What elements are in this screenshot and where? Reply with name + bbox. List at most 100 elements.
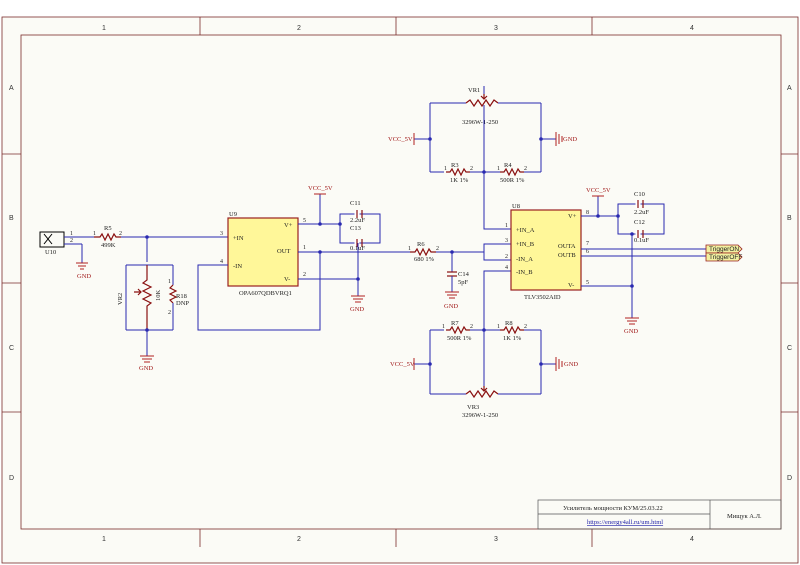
gnd-label-c14: GND <box>444 303 458 310</box>
u8-part: TLV3502AID <box>524 294 561 301</box>
r5-pin-2: 2 <box>119 231 122 237</box>
net-flag-trigger-on: TriggerON <box>705 244 743 254</box>
capacitor-c12: C12 0.1uF <box>634 219 649 244</box>
gnd-label-u8: GND <box>624 328 638 335</box>
c12-value: 0.1uF <box>634 237 649 244</box>
u8-pin-in-a-n: -IN_A <box>516 256 533 263</box>
u9-pin-in-p: +IN <box>233 235 244 242</box>
wire-in-b-plus <box>483 243 511 252</box>
wire-in-b-minus <box>483 270 511 330</box>
u10-pin-1: 1 <box>70 231 73 237</box>
zone-row-c-left: C <box>9 345 14 352</box>
gnd-symbol-u10: GND <box>76 262 91 280</box>
sheet-border <box>1 16 799 564</box>
wire-c10-c12 <box>617 203 665 235</box>
gnd-symbol-u8: GND <box>624 317 639 335</box>
gnd-symbol-c14: GND <box>444 291 459 310</box>
r6-pin-2: 2 <box>436 246 439 252</box>
zone-col-4-top: 4 <box>690 25 694 32</box>
u8-pin-num-5: 5 <box>586 280 589 286</box>
c10-ref: C10 <box>634 191 645 198</box>
vcc-symbol-u9: VCC_5V <box>308 185 333 195</box>
vcc-symbol-bottom: VCC_5V <box>390 358 415 370</box>
zone-row-c-right: C <box>787 345 792 352</box>
r6-pin-1: 1 <box>408 246 411 252</box>
u8-pin-vn: V- <box>568 282 574 289</box>
u9-pin-num-vp: 5 <box>303 218 306 224</box>
r4-ref: R4 <box>504 162 512 169</box>
u9-ref: U9 <box>229 211 237 218</box>
gnd-label-u9: GND <box>350 306 364 313</box>
junction-u8-vp <box>596 214 600 218</box>
u8-pin-num-3: 3 <box>505 238 508 244</box>
potentiometer-vr3: VR3 3296W-1-250 <box>430 386 541 419</box>
net-flag-trigger-off: TriggerOFF <box>705 252 743 262</box>
r8-value: 1K 1% <box>503 335 522 342</box>
r8-pin-2: 2 <box>524 324 527 330</box>
vr1-ref: VR1 <box>468 87 480 94</box>
u9-pin-in-n: -IN <box>233 263 242 270</box>
u8-pin-in-b-n: -IN_B <box>516 269 533 276</box>
gnd-label-vr2: GND <box>139 365 153 372</box>
resistor-r6: 1 2 R6 680 1% <box>408 241 439 263</box>
r18-pin-2: 2 <box>168 310 171 316</box>
c11-ref: C11 <box>350 200 361 207</box>
u8-ref: U8 <box>512 203 520 210</box>
c12-ref: C12 <box>634 219 645 226</box>
u10-pin-2: 2 <box>70 238 73 244</box>
wire-u9-feedback <box>197 252 321 331</box>
r7-ref: R7 <box>451 320 459 327</box>
r18-ref: R18 <box>176 293 187 300</box>
vcc-label-u9: VCC_5V <box>308 185 333 192</box>
zone-row-d-right: D <box>787 475 792 482</box>
gnd-label-u10: GND <box>77 273 91 280</box>
trigger-on-label: TriggerON <box>709 246 739 253</box>
u9-pin-vn: V- <box>284 276 290 283</box>
zone-col-2-bottom: 2 <box>297 536 301 543</box>
u9-pin-out: OUT <box>277 248 290 255</box>
r8-ref: R8 <box>505 320 513 327</box>
resistor-r4: 1 2 R4 500R 1% <box>497 162 527 184</box>
junction-vcc-top <box>428 137 432 141</box>
zone-col-3-bottom: 3 <box>494 536 498 543</box>
r4-value: 500R 1% <box>500 177 525 184</box>
r7-value: 500R 1% <box>447 335 472 342</box>
vcc-symbol-u8: VCC_5V <box>586 187 611 197</box>
vcc-label-top: VCC_5V <box>388 136 413 143</box>
title-block-author: Мищук А.Л. <box>727 513 762 520</box>
u8-pin-in-a-p: +IN_A <box>516 227 535 234</box>
r5-value: 499K <box>101 242 116 249</box>
r6-value: 680 1% <box>414 256 435 263</box>
resistor-r18: R18 DNP 1 2 <box>147 265 189 331</box>
u8-pin-vp: V+ <box>568 213 577 220</box>
junction-u9-vp <box>318 222 322 226</box>
zone-col-1-top: 1 <box>102 25 106 32</box>
u8-pin-num-6: 6 <box>586 249 589 255</box>
c10-value: 2.2uF <box>634 209 649 216</box>
r4-pin-1: 1 <box>497 166 500 172</box>
r5-ref: R5 <box>104 225 112 232</box>
zone-row-a-right: A <box>787 85 792 92</box>
u9-pin-num-vn: 2 <box>303 272 306 278</box>
zone-grid <box>2 17 798 547</box>
title-block-url[interactable]: https://energy4all.ru/um.html <box>587 519 663 526</box>
potentiometer-vr1: VR1 3296W-1-250 <box>430 87 541 126</box>
gnd-label-bottom: GND <box>564 361 578 368</box>
junction-vcc-bottom <box>428 362 432 366</box>
junction-gnd-top <box>539 137 543 141</box>
u8-pin-out-b: OUTB <box>558 252 576 259</box>
wire-c11-c13 <box>339 213 381 244</box>
zone-row-d-left: D <box>9 475 14 482</box>
c14-ref: C14 <box>458 271 470 278</box>
junction-gnd-bottom <box>539 362 543 366</box>
comparator-u8: U8 +IN_A +IN_B -IN_A -IN_B OUTA OUTB V+ … <box>505 203 589 301</box>
r7-pin-1: 1 <box>442 324 445 330</box>
junction-c11-left <box>338 222 342 226</box>
zone-col-1-bottom: 1 <box>102 536 106 543</box>
c11-value: 2.2uF <box>350 217 365 224</box>
r3-value: 1K 1% <box>450 177 469 184</box>
r3-pin-1: 1 <box>444 166 447 172</box>
c14-value: 5pF <box>458 279 469 286</box>
u9-pin-num-out: 1 <box>303 245 306 251</box>
gnd-symbol-bottom: GND <box>555 357 578 371</box>
